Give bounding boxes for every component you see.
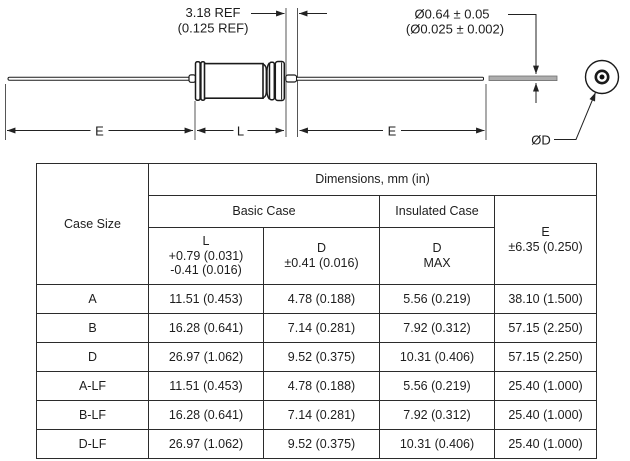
table-row: D-LF 26.97 (1.062) 9.52 (0.375) 10.31 (0… xyxy=(36,429,598,459)
case-size-cell: D xyxy=(36,342,149,372)
dimensions-table: Case Size Dimensions, mm (in) Basic Case… xyxy=(36,163,598,459)
d-column-header: D ±0.41 (0.016) xyxy=(263,227,380,285)
capacitor-outline-drawing: 3.18 REF (0.125 REF) Ø0.64 ± 0.05 (Ø0.02… xyxy=(5,5,620,148)
dim-lead-dia-in-label: (Ø0.025 ± 0.002) xyxy=(406,22,504,37)
dim-l-label: L xyxy=(237,124,244,139)
case-size-cell: A-LF xyxy=(36,371,149,401)
dim-d-leader xyxy=(554,92,596,140)
table-row: B-LF 16.28 (0.641) 7.14 (0.281) 7.92 (0.… xyxy=(36,400,598,430)
lead-right xyxy=(296,76,484,81)
table-row: A 11.51 (0.453) 4.78 (0.188) 5.56 (0.219… xyxy=(36,284,598,314)
basic-case-header: Basic Case xyxy=(148,195,380,228)
dim-e-left-label: E xyxy=(95,124,104,139)
lead-right-measured-segment xyxy=(488,75,558,81)
insulated-case-header: Insulated Case xyxy=(379,195,495,228)
case-size-cell: B xyxy=(36,313,149,343)
dim-lead-spacing-mm-label: 3.18 REF xyxy=(186,5,241,20)
case-size-cell: B-LF xyxy=(36,400,149,430)
lead-weld-right xyxy=(285,74,298,83)
table-row: A-LF 11.51 (0.453) 4.78 (0.188) 5.56 (0.… xyxy=(36,371,598,401)
table-row: D 26.97 (1.062) 9.52 (0.375) 10.31 (0.40… xyxy=(36,342,598,372)
dim-e-right-label: E xyxy=(388,124,397,139)
dim-lead-spacing-in-label: (0.125 REF) xyxy=(178,21,249,36)
table-row: B 16.28 (0.641) 7.14 (0.281) 7.92 (0.312… xyxy=(36,313,598,343)
e-column-header: E ±6.35 (0.250) xyxy=(493,195,598,285)
extension-lines xyxy=(5,8,487,140)
dmax-column-header: D MAX xyxy=(379,227,495,285)
case-size-cell: D-LF xyxy=(36,429,149,459)
dim-lead-diameter xyxy=(508,14,539,103)
axial-capacitor-body xyxy=(7,60,558,102)
end-view xyxy=(584,59,620,95)
end-view-lead-dot xyxy=(599,74,605,80)
lead-left xyxy=(7,76,191,81)
capacitor-can xyxy=(203,62,264,99)
l-column-header: L +0.79 (0.031) -0.41 (0.016) xyxy=(148,227,264,285)
case-size-cell: A xyxy=(36,284,149,314)
table-title: Dimensions, mm (in) xyxy=(147,163,598,196)
lead-weld-left xyxy=(188,74,197,83)
case-size-header: Case Size xyxy=(36,163,149,285)
crimp-groove xyxy=(266,62,270,100)
end-cap-right-outer xyxy=(274,60,286,102)
dim-lead-dia-mm-label: Ø0.64 ± 0.05 xyxy=(414,7,489,22)
dim-d-label: ØD xyxy=(531,133,551,148)
end-cap-right-inner xyxy=(268,61,276,101)
end-cap-left-outer xyxy=(194,61,201,101)
